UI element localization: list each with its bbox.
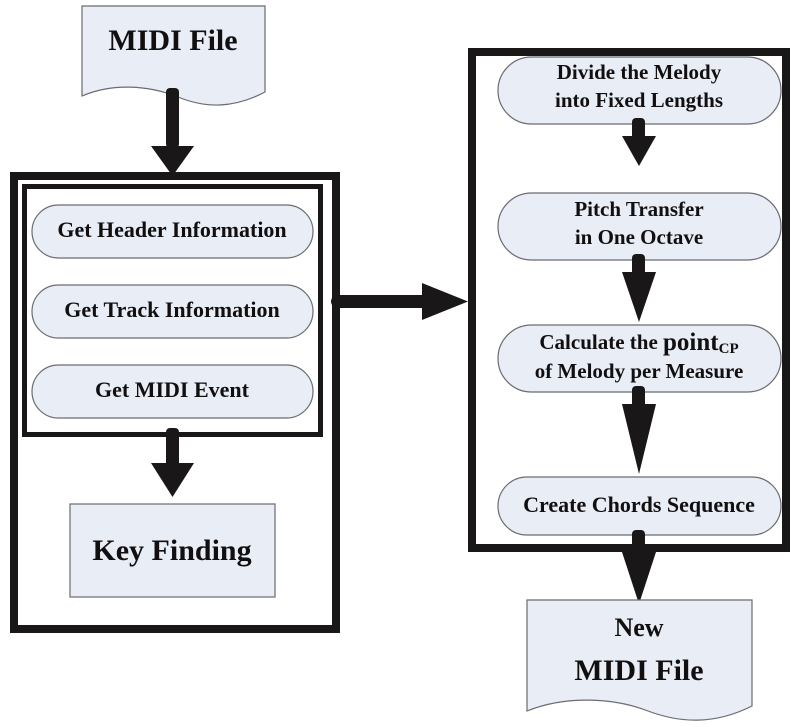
new-midi-file-label-line1: New bbox=[614, 613, 663, 642]
midi-file-label: MIDI File bbox=[108, 24, 237, 57]
arrow-pitch-transfer-to-calculate bbox=[622, 254, 656, 322]
node-new-midi-file: New MIDI File bbox=[526, 599, 753, 721]
arrow-create-chords-to-new-midi-file bbox=[622, 530, 656, 604]
get-track-information-shape bbox=[31, 284, 314, 339]
calculate-point-cp-term: point bbox=[663, 329, 719, 356]
key-finding-shape bbox=[69, 503, 276, 598]
node-get-header-information: Get Header Information bbox=[31, 204, 314, 259]
divide-melody-label-line2: into Fixed Lengths bbox=[555, 88, 723, 112]
node-get-midi-event: Get MIDI Event bbox=[31, 364, 314, 419]
get-track-information-label: Get Track Information bbox=[64, 297, 280, 322]
calculate-point-cp-label-line1: Calculate the pointCP bbox=[539, 329, 738, 358]
node-get-track-information: Get Track Information bbox=[31, 284, 314, 339]
arrow-calculate-to-create-chords bbox=[622, 386, 656, 474]
calculate-point-cp-subscript: CP bbox=[719, 341, 739, 357]
get-header-information-shape bbox=[31, 204, 314, 259]
arrow-midi-file-to-parse-group bbox=[151, 88, 194, 176]
node-create-chords-sequence: Create Chords Sequence bbox=[497, 476, 782, 536]
node-calculate-point-cp: Calculate the pointCP of Melody per Meas… bbox=[497, 324, 782, 393]
get-midi-event-shape bbox=[31, 364, 314, 419]
arrow-parse-group-to-key-finding bbox=[151, 428, 194, 497]
pitch-transfer-label-line1: Pitch Transfer bbox=[574, 197, 703, 221]
pitch-transfer-label-line2: in One Octave bbox=[575, 225, 703, 249]
node-divide-melody: Divide the Melody into Fixed Lengths bbox=[497, 56, 782, 125]
left-group-outer-box bbox=[10, 172, 340, 633]
arrow-left-group-to-right-group bbox=[331, 283, 468, 320]
right-group-outer-box bbox=[468, 48, 790, 552]
new-midi-file-document-shape bbox=[526, 599, 753, 721]
arrow-divide-to-pitch-transfer bbox=[622, 118, 656, 166]
new-midi-file-label-line2: MIDI File bbox=[574, 654, 703, 687]
get-midi-event-label: Get MIDI Event bbox=[95, 377, 250, 402]
create-chords-sequence-label: Create Chords Sequence bbox=[523, 492, 755, 517]
calculate-point-cp-label-line2: of Melody per Measure bbox=[535, 359, 744, 383]
divide-melody-label-line1: Divide the Melody bbox=[557, 60, 722, 84]
calculate-point-cp-prefix: Calculate the bbox=[539, 330, 663, 354]
get-header-information-label: Get Header Information bbox=[57, 217, 286, 242]
node-midi-file: MIDI File bbox=[81, 5, 266, 106]
node-pitch-transfer: Pitch Transfer in One Octave bbox=[497, 192, 782, 261]
key-finding-label: Key Finding bbox=[92, 534, 251, 567]
node-key-finding: Key Finding bbox=[69, 503, 276, 598]
